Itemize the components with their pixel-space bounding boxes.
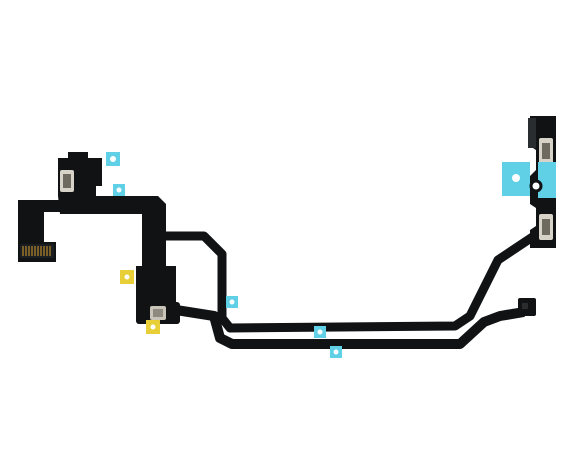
cable-center-arm xyxy=(136,206,176,306)
switch-contacts xyxy=(60,138,553,240)
volume-down-contact xyxy=(539,214,553,240)
metal-plates xyxy=(529,179,543,193)
screw-hole xyxy=(529,179,543,193)
mounting-brackets-yellow xyxy=(120,270,160,334)
board-connector xyxy=(20,244,54,258)
microphone-port xyxy=(153,309,163,317)
volume-connector-top xyxy=(528,118,536,148)
connector-pins xyxy=(22,246,51,256)
flex-cable xyxy=(18,116,556,349)
volume-up-contact xyxy=(539,138,553,164)
cable-main-trace xyxy=(166,228,543,333)
cable-lower-trace xyxy=(175,305,525,349)
bracket-right-large-extension xyxy=(538,162,556,198)
mounting-brackets-cyan xyxy=(106,152,556,358)
tab-contact xyxy=(522,303,528,309)
cable-left-upper-block xyxy=(58,152,166,232)
power-button-contact xyxy=(60,170,74,192)
